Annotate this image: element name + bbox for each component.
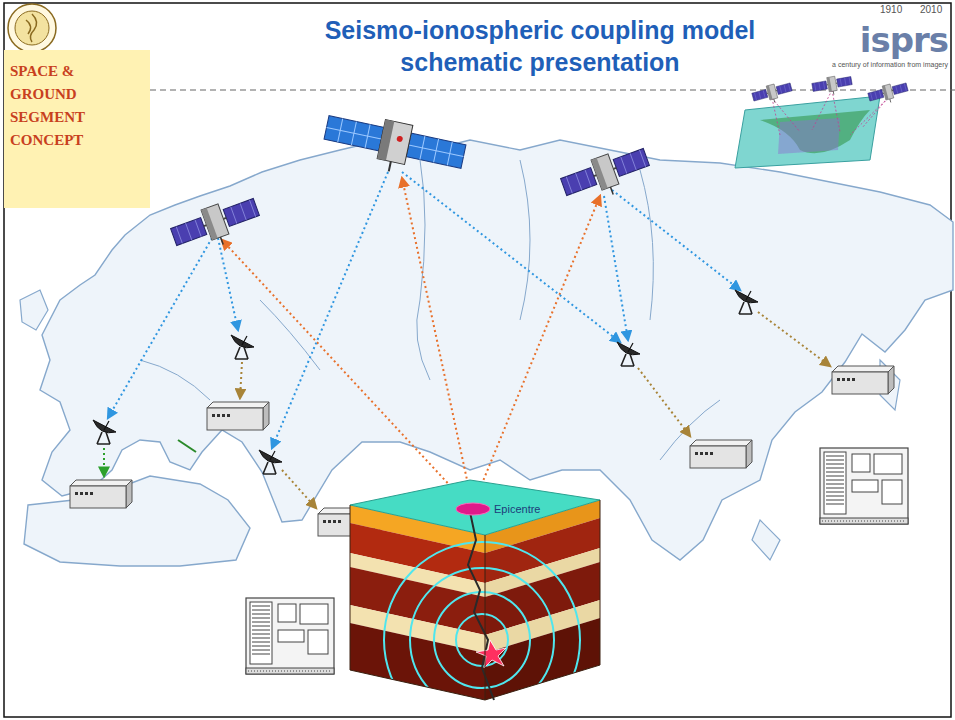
epicentre-marker: Epicentre <box>452 500 543 518</box>
logo-year: 1910 <box>880 4 902 16</box>
node-text: SPACE & GROUND SEGMENT CONCEPT <box>10 60 110 152</box>
concept-box: SPACE & GROUND SEGMENT CONCEPT <box>4 50 150 208</box>
logo-tagline: a century of information from imagery <box>760 60 948 69</box>
node-text: Epicentre <box>494 502 540 516</box>
slide-title: Seismo-ionospheric coupling model schema… <box>270 14 810 78</box>
epicentre-ellipse <box>455 502 491 516</box>
isprs-logo-text: isprs <box>858 20 948 60</box>
logo-year: 2010 <box>920 4 942 16</box>
epicentre-ellipse-shape <box>456 503 490 515</box>
